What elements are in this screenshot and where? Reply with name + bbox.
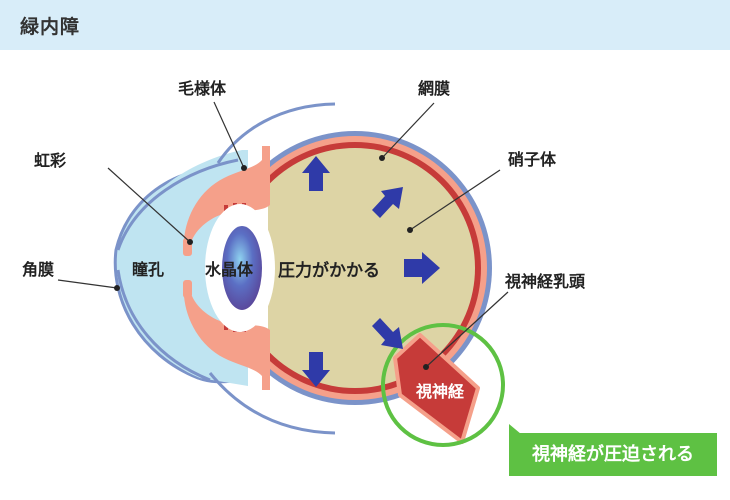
iris-lower [183,280,192,298]
arrow-right [404,252,440,284]
header-bar: 緑内障 [0,0,730,50]
label-retina: 網膜 [418,79,450,98]
label-cornea: 角膜 [22,260,54,279]
label-pupil: 瞳孔 [132,260,164,279]
label-iris: 虹彩 [34,151,66,170]
label-ciliary-body: 毛様体 [178,79,227,98]
compression-badge [509,433,717,476]
optic-nerve [393,333,480,444]
arrow-down [302,352,330,387]
label-optic-disc: 視神経乳頭 [504,272,586,291]
page-title: 緑内障 [20,16,81,38]
leader-dots [114,155,429,370]
vitreous-body [235,148,475,388]
lens [222,226,262,310]
label-optic-nerve: 視神経 [415,382,465,401]
arrow-upper-right [372,187,403,218]
ciliary-body-upper [184,146,270,240]
upper-lid-arc [216,102,336,164]
badge-notch [509,424,521,434]
lower-lid-arc [208,372,336,435]
label-pressure: 圧力がかかる [278,260,380,281]
leader-lines [57,101,509,368]
pressure-arrows [302,156,440,387]
optic-nerve-highlight [381,323,505,447]
arrow-up [302,156,330,191]
label-vitreous: 硝子体 [508,150,557,169]
ciliary-body-lower [184,296,270,390]
arrow-lower-right [372,318,403,349]
label-lens: 水晶体 [205,260,254,279]
compression-badge-text: 視神経が圧迫される [532,444,694,465]
